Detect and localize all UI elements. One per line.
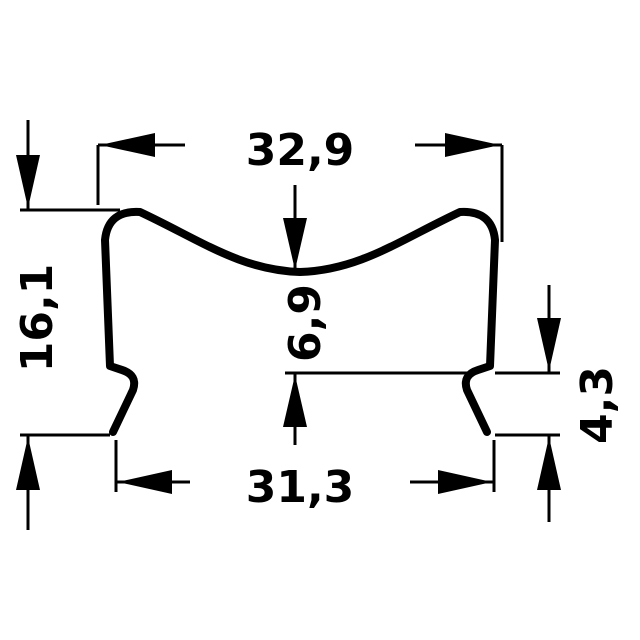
dimension-label-center-depth: 6,9: [280, 284, 331, 362]
rim-profile-outline: [101, 207, 499, 436]
arrow-depth-top: [283, 218, 307, 270]
arrow-bottom-right: [438, 470, 492, 494]
arrow-top-right: [445, 133, 500, 157]
arrow-height-top: [16, 155, 40, 208]
arrow-top-left: [100, 133, 155, 157]
dimension-label-total-height: 16,1: [12, 264, 63, 373]
arrow-height-bottom: [16, 437, 40, 490]
dimension-label-top-width: 32,9: [246, 125, 355, 176]
arrow-side-bottom: [537, 437, 561, 490]
arrow-depth-bottom: [283, 375, 307, 427]
arrow-side-top: [537, 318, 561, 371]
arrow-bottom-left: [118, 470, 172, 494]
dimension-label-bottom-width: 31,3: [246, 462, 355, 513]
dimension-label-side-height: 4,3: [572, 366, 623, 444]
